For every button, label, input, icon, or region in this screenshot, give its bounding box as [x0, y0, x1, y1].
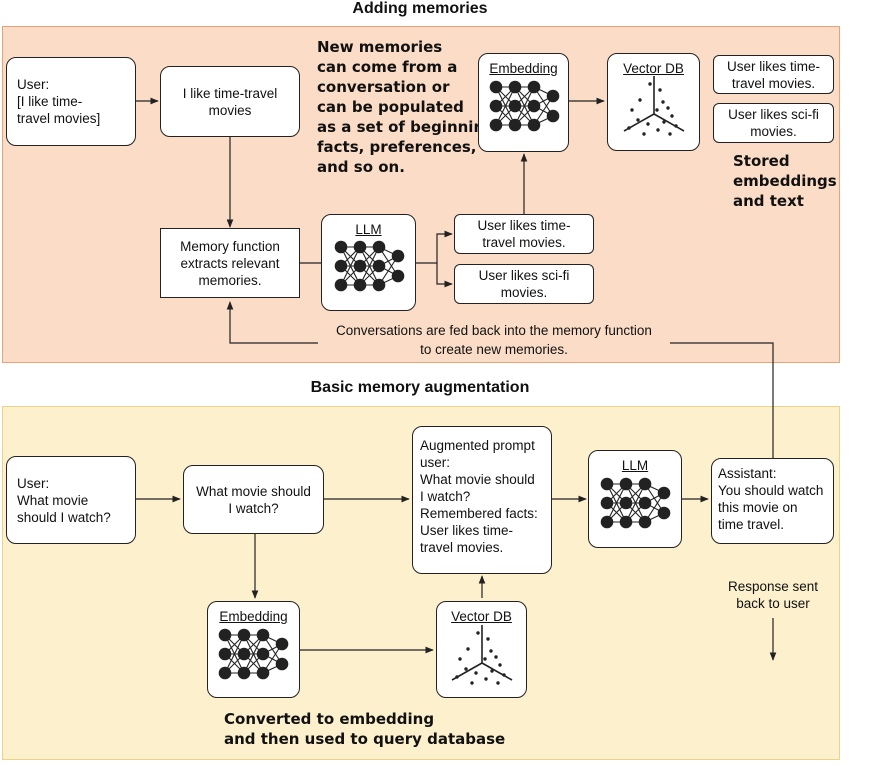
statement-box: I like time-travel movies: [160, 66, 300, 137]
stored-fact-2: User likes sci-fi movies.: [713, 103, 834, 143]
user-question-box: User: What movie should I watch?: [6, 456, 136, 544]
adding-memories-panel: [2, 26, 840, 363]
neural-network-icon: [334, 240, 405, 292]
neural-network-icon: [600, 477, 671, 529]
vector-db-label-top: Vector DB: [623, 61, 684, 76]
vector-space-icon: [451, 625, 513, 685]
llm-box-bottom: LLM: [588, 450, 682, 548]
assistant-response-box: Assistant: You should watch this movie o…: [711, 458, 834, 544]
question-box: What movie should I watch?: [183, 465, 324, 534]
arrow-llm-to-extracted-fact-2: [436, 263, 453, 288]
extracted-fact-1: User likes time- travel movies.: [454, 214, 594, 254]
converted-to-embedding-note: Converted to embedding and then used to …: [224, 710, 506, 748]
vector-space-icon: [623, 76, 685, 136]
vector-db-box-bottom: Vector DB: [436, 601, 527, 698]
stored-fact-1: User likes time- travel movies.: [713, 55, 834, 94]
llm-label-top: LLM: [355, 222, 382, 237]
stored-embeddings-note: Stored embeddings and text: [733, 152, 837, 210]
extracted-fact-2: User likes sci-fi movies.: [454, 264, 594, 304]
embedding-box-bottom: Embedding: [207, 601, 300, 698]
feedback-loop-line-left: [226, 301, 318, 344]
feedback-note: Conversations are fed back into the memo…: [336, 323, 652, 357]
adding-memories-title: Adding memories: [352, 0, 488, 17]
new-memories-note: New memories can come from a conversatio…: [317, 38, 495, 176]
memory-augmentation-title: Basic memory augmentation: [310, 379, 530, 396]
embedding-box-top: Embedding: [478, 53, 569, 152]
arrow-llm-to-extracted-fact-1: [416, 230, 453, 264]
vector-db-box-top: Vector DB: [607, 53, 700, 151]
neural-network-icon: [218, 628, 289, 680]
response-sent-note: Response sent back to user: [713, 578, 833, 612]
embedding-label-bottom: Embedding: [219, 609, 288, 624]
memory-function-box: Memory function extracts relevant memori…: [160, 228, 300, 298]
feedback-loop-line-right: [670, 342, 774, 458]
llm-box-top: LLM: [321, 214, 416, 311]
vector-db-label-bottom: Vector DB: [451, 609, 512, 624]
neural-network-icon: [489, 80, 560, 132]
user-statement-box: User: [I like time- travel movies]: [6, 57, 136, 146]
llm-label-bottom: LLM: [621, 458, 649, 473]
embedding-label-top: Embedding: [489, 61, 558, 76]
augmented-prompt-box: Augmented prompt user: What movie should…: [412, 426, 552, 574]
